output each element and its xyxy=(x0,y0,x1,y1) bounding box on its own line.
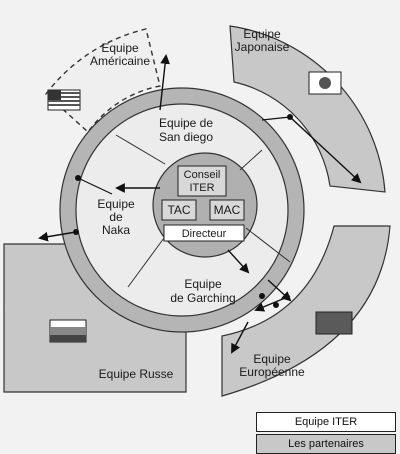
japan-flag-icon xyxy=(308,71,342,95)
junction-dot xyxy=(75,175,81,181)
japonaise-line1: Equipe xyxy=(243,27,281,41)
us-flag-icon xyxy=(47,89,81,111)
san-diego-line1: Equipe de xyxy=(159,116,213,130)
conseil-iter-box xyxy=(177,165,227,197)
tac-box xyxy=(161,199,197,221)
garching-line1: Equipe xyxy=(184,277,222,291)
tac-label: TAC xyxy=(167,203,190,217)
arrow-europeenne xyxy=(231,321,249,354)
europeenne-line1: Equipe xyxy=(253,352,291,366)
directeur-label: Directeur xyxy=(182,228,227,240)
link-japonaise-top xyxy=(261,116,291,121)
garching-line2: de Garching xyxy=(170,291,235,305)
spoke-north-west xyxy=(115,134,166,165)
arrow-europe-2 xyxy=(267,279,292,302)
japonaise-line2: Japonaise xyxy=(235,40,290,54)
naka-line2: de xyxy=(109,210,123,224)
spoke-north-east xyxy=(239,149,263,171)
arrow-americaine xyxy=(159,54,171,111)
directeur-box xyxy=(163,224,245,242)
naka-line1: Equipe xyxy=(97,197,135,211)
conseil-line1: Conseil xyxy=(184,169,221,181)
europeenne-line2: Européenne xyxy=(239,365,305,379)
naka-line3: Naka xyxy=(102,223,130,237)
mac-box xyxy=(209,199,245,221)
americaine-line2: Américaine xyxy=(90,54,150,68)
mac-label: MAC xyxy=(214,203,241,217)
legend-iter: Equipe ITER xyxy=(256,412,396,432)
spoke-south-west xyxy=(127,237,165,288)
junction-dot xyxy=(273,302,279,308)
arrow-russe xyxy=(38,231,77,242)
segment-europeenne xyxy=(221,225,391,397)
link-naka-ring xyxy=(77,177,113,195)
junction-dot xyxy=(259,293,265,299)
russe-label: Equipe Russe xyxy=(99,367,174,381)
russia-flag-icon xyxy=(49,319,87,343)
junction-dot xyxy=(287,114,293,120)
spoke-south-east xyxy=(245,227,291,263)
segment-japonaise xyxy=(229,25,386,193)
junction-dot xyxy=(73,229,79,235)
conseil-line2: ITER xyxy=(189,182,214,194)
arrow-japonaise xyxy=(289,116,362,184)
americaine-line1: Equipe xyxy=(101,41,139,55)
arrow-garching xyxy=(227,249,250,274)
europe-flag-icon xyxy=(315,311,353,335)
san-diego-line2: San diego xyxy=(159,130,213,144)
legend-partners: Les partenaires xyxy=(256,434,396,454)
